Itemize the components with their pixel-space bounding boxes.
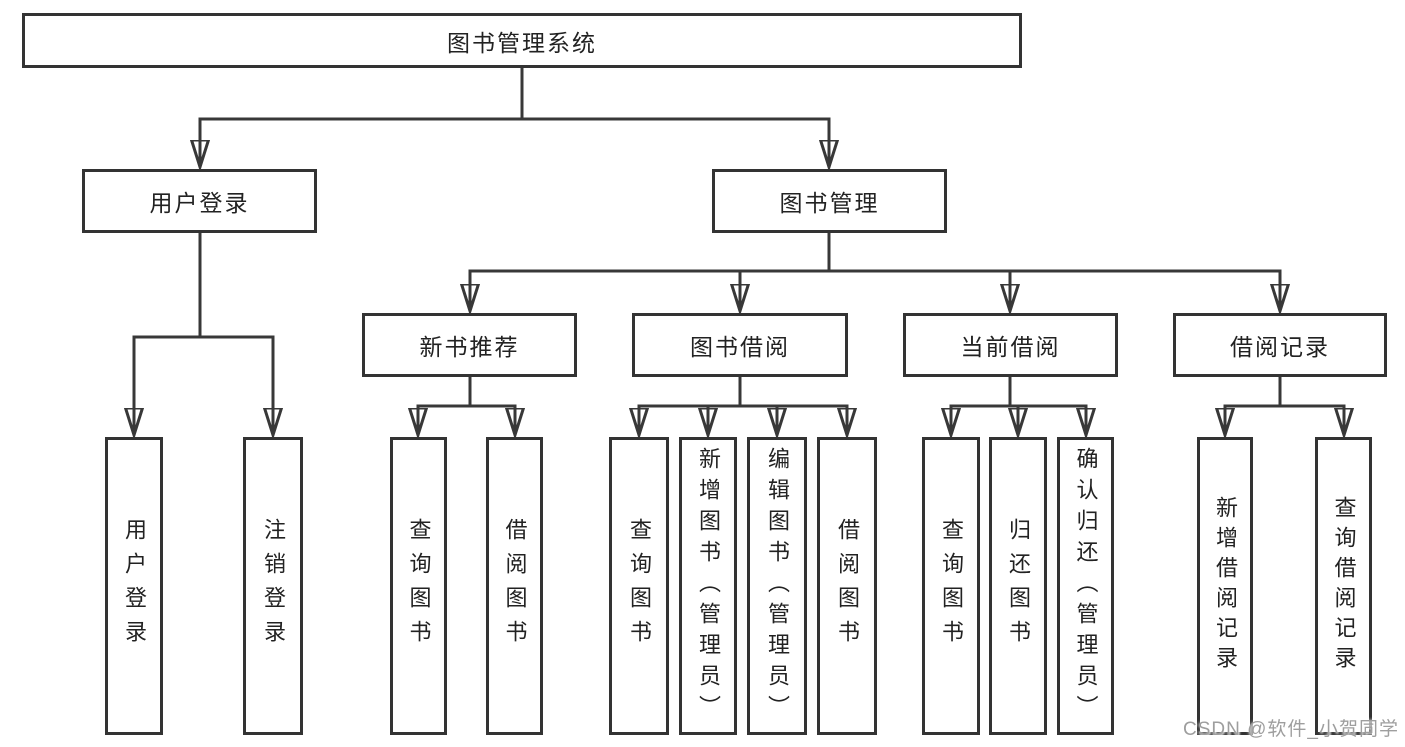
leaf-query-books-current: 查询图书 <box>922 437 980 735</box>
leaf-borrow-books-recommend-label: 借阅图书 <box>502 518 528 654</box>
node-book-borrowing: 图书借阅 <box>632 313 848 377</box>
node-new-book-recommend: 新书推荐 <box>362 313 577 377</box>
leaf-query-books-current-label: 查询图书 <box>939 518 964 654</box>
leaf-return-books-label: 归还图书 <box>1006 518 1031 654</box>
node-root-system: 图书管理系统 <box>22 13 1022 68</box>
leaf-user-login-label: 用户登录 <box>122 518 147 654</box>
leaf-add-borrow-record-label: 新增借阅记录 <box>1213 496 1238 676</box>
node-user-login: 用户登录 <box>82 169 317 233</box>
leaf-query-borrow-record: 查询借阅记录 <box>1315 437 1372 735</box>
leaf-add-books-admin-label: 新增图书（管理员） <box>696 446 721 726</box>
leaf-logout-label: 注销登录 <box>261 518 286 654</box>
leaf-query-books-recommend: 查询图书 <box>390 437 447 735</box>
leaf-confirm-return-admin-label: 确认归还（管理员） <box>1073 446 1099 726</box>
leaf-edit-books-admin-label: 编辑图书（管理员） <box>765 446 790 726</box>
csdn-watermark: CSDN @软件_小贺同学 <box>1183 719 1399 740</box>
leaf-borrow-books-recommend: 借阅图书 <box>486 437 543 735</box>
leaf-logout: 注销登录 <box>243 437 303 735</box>
leaf-confirm-return-admin: 确认归还（管理员） <box>1057 437 1114 735</box>
leaf-edit-books-admin: 编辑图书（管理员） <box>747 437 807 735</box>
leaf-add-books-admin: 新增图书（管理员） <box>679 437 737 735</box>
leaf-borrow-books-borrowing-label: 借阅图书 <box>835 518 860 654</box>
leaf-query-books-recommend-label: 查询图书 <box>406 518 432 654</box>
leaf-add-borrow-record: 新增借阅记录 <box>1197 437 1253 735</box>
node-current-borrowing: 当前借阅 <box>903 313 1118 377</box>
leaf-query-books-borrowing: 查询图书 <box>609 437 669 735</box>
node-borrowing-records: 借阅记录 <box>1173 313 1387 377</box>
node-book-management: 图书管理 <box>712 169 947 233</box>
leaf-user-login: 用户登录 <box>105 437 163 735</box>
leaf-borrow-books-borrowing: 借阅图书 <box>817 437 877 735</box>
leaf-query-books-borrowing-label: 查询图书 <box>627 518 652 654</box>
leaf-query-borrow-record-label: 查询借阅记录 <box>1331 496 1357 676</box>
leaf-return-books: 归还图书 <box>989 437 1047 735</box>
